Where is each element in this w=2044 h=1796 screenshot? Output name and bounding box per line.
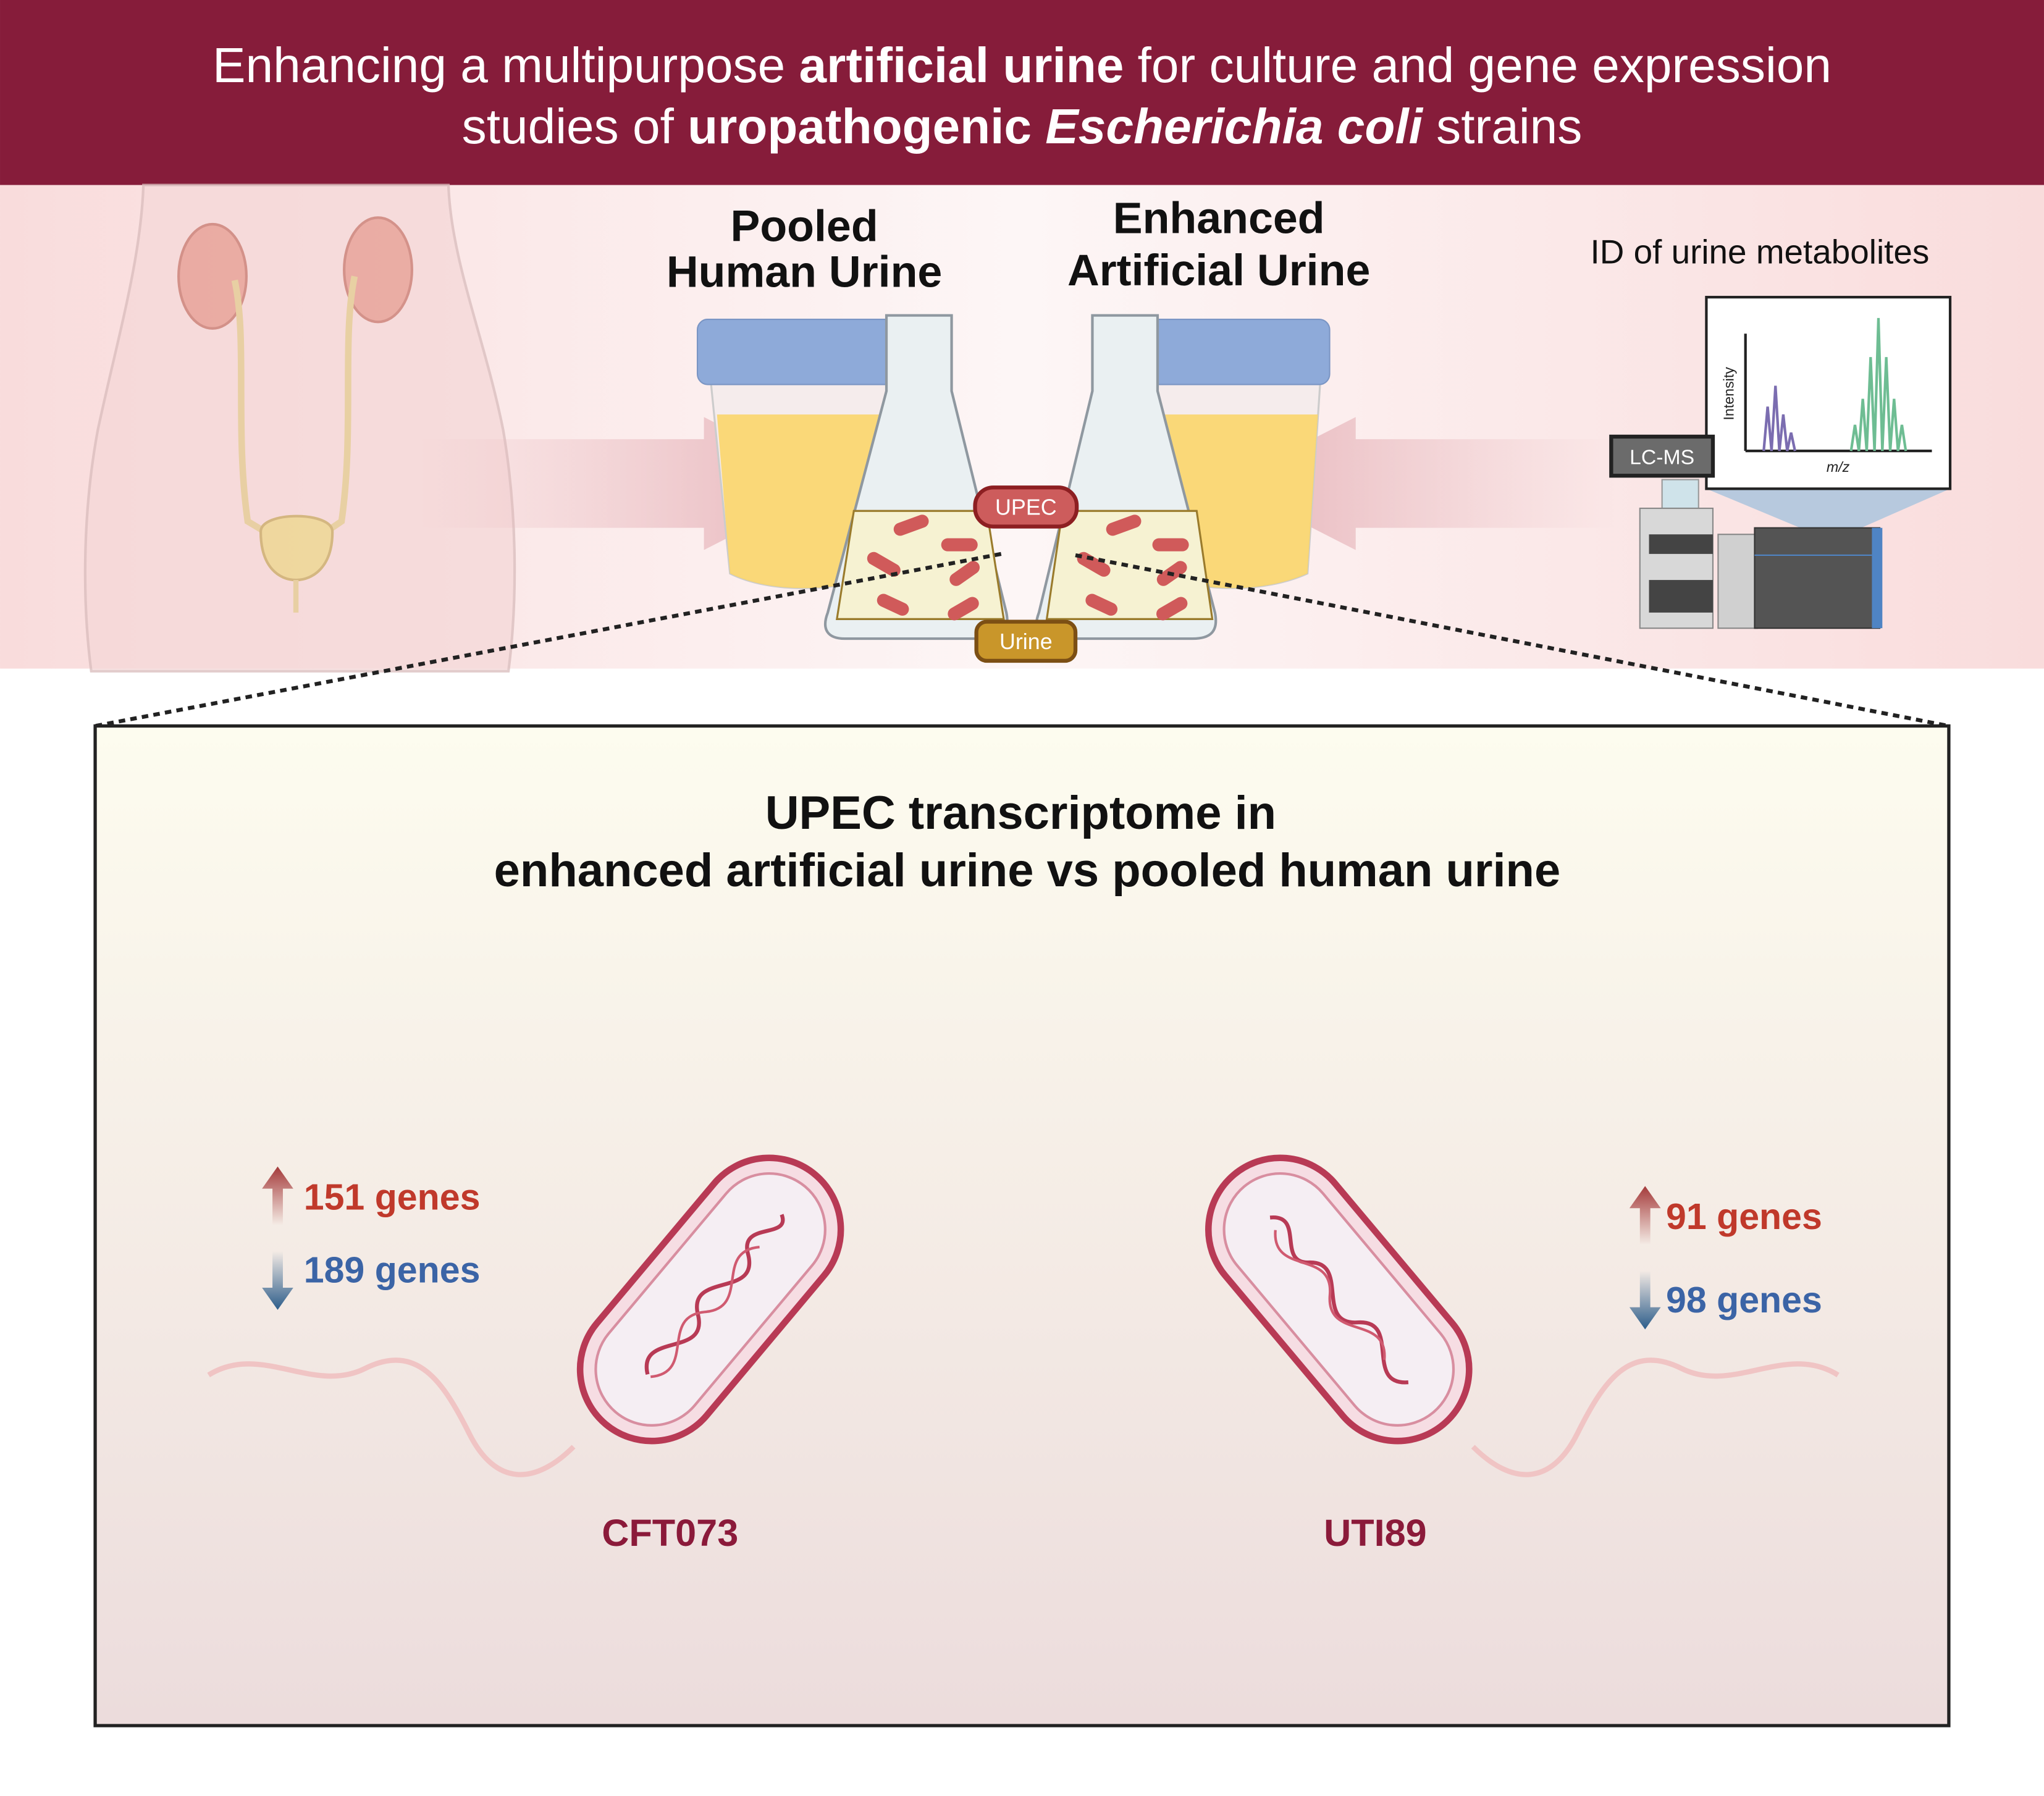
lcms-label-box [1609,434,1715,478]
upec-pill [973,485,1079,529]
header-banner [0,0,2044,185]
artificial-urine-label: Enhanced [1113,194,1325,243]
down-arrow-icon [1629,1270,1661,1330]
pooled-urine-label: Pooled [730,201,878,251]
upregulated-count: 91 genes [1666,1196,1822,1237]
spectrum-peaks-green [1849,317,1907,451]
artificial-urine-label-2: Artificial Urine [1067,246,1370,295]
spectrum-x-label: m/z [1827,459,1850,475]
panel-title-line1: UPEC transcriptome in [765,787,1276,839]
up-arrow-icon [1629,1186,1661,1245]
bacterium-uti89 [1205,1154,1840,1477]
human-body-illustration [83,183,516,673]
bacterium-cft073 [207,1154,844,1477]
spectrum-peaks-purple [1762,385,1796,451]
urine-label: Urine [999,629,1053,654]
upec-label: UPEC [995,495,1057,520]
up-arrow-icon [262,1166,293,1225]
flask-left [824,314,1009,640]
uti89-stats: 91 genes 98 genes [1629,1186,1822,1330]
zoom-line-left [95,552,1002,728]
strain-label-cft073: CFT073 [602,1512,738,1554]
panel-title-line2: enhanced artificial urine vs pooled huma… [494,844,1561,897]
lcms-instrument-icon [1639,479,1883,629]
spectrum-y-label: Intensity [1721,367,1737,421]
urine-pill [974,619,1078,663]
zoom-line-right [1075,553,1949,728]
downregulated-count: 98 genes [1666,1280,1822,1320]
header-title-line2: studies of uropathogenic Escherichia col… [462,98,1583,154]
lcms-label: LC-MS [1630,445,1694,469]
metabolites-label: ID of urine metabolites [1590,232,1929,271]
header-title-line1: Enhancing a multipurpose artificial urin… [212,37,1832,93]
arrow-left-icon [1225,417,1617,550]
pooled-urine-label-2: Human Urine [667,247,943,296]
mass-spectrum-panel [1705,296,1952,490]
downregulated-count: 189 genes [304,1250,481,1291]
upregulated-count: 151 genes [304,1177,481,1217]
zoom-projection [1706,489,1951,541]
down-arrow-icon [262,1251,293,1310]
mass-spectrum-plot: Intensity m/z [1721,317,1932,475]
cft073-stats: 151 genes 189 genes [262,1166,481,1310]
strain-label-uti89: UTI89 [1324,1512,1427,1554]
